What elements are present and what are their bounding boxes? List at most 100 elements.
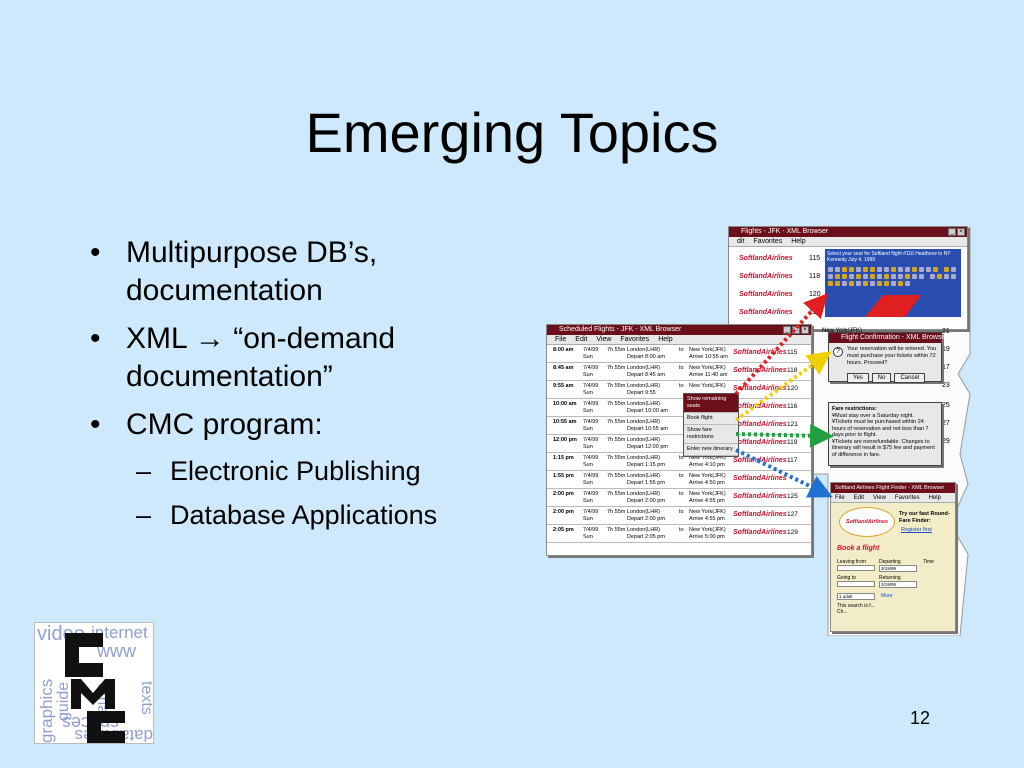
flight-destination: New York(JFK) (689, 527, 726, 533)
page-number: 12 (910, 708, 931, 728)
menu-edit[interactable]: Edit (853, 495, 865, 501)
more-link[interactable]: More (881, 593, 893, 599)
flight-duration: 7h 55m (607, 509, 626, 515)
flight-duration: 7h 55m (607, 383, 626, 389)
minimize-icon[interactable]: _ (948, 228, 956, 236)
flight-depart: Depart 8:45 am (627, 372, 665, 378)
bullet-text: CMC program: (126, 408, 323, 441)
menu-help[interactable]: Help (928, 495, 941, 501)
airline-logo: SoftlandAirlines (733, 511, 787, 518)
flight-destination: New York(JFK) (689, 455, 726, 461)
flight-time: 12:00 pm (553, 437, 577, 443)
close-icon[interactable]: × (957, 228, 965, 236)
menu-help[interactable]: Help (658, 336, 673, 343)
flight-day: Sun (583, 390, 593, 396)
menu-help[interactable]: Help (791, 238, 806, 245)
menu-favorites[interactable]: Favorites (753, 238, 783, 245)
bullet-marker: • (90, 322, 101, 355)
flight-depart: Depart 12:00 pm (627, 444, 668, 450)
menu-favorites[interactable]: Favorites (894, 495, 920, 501)
going-to-input[interactable] (837, 581, 875, 587)
airline-logo: SoftlandAirlines (739, 255, 793, 262)
register-link[interactable]: Register first (901, 527, 932, 533)
yes-button[interactable]: Yes (847, 373, 869, 383)
flight-origin: London(LHR) (627, 419, 661, 425)
flight-to: to (679, 527, 684, 533)
menu-item-fare-restrictions[interactable]: Show fare restrictions (684, 425, 738, 444)
flight-number: 116 (809, 309, 821, 316)
menu-edit[interactable]: dit (737, 238, 745, 245)
seat-map[interactable]: Select your seat for Softland flight #11… (825, 249, 961, 317)
flight-number: 120 (809, 291, 821, 298)
flight-origin: London(LHR) (627, 491, 661, 497)
flight-time: 10:55 am (553, 419, 577, 425)
maximize-icon[interactable]: □ (792, 326, 800, 334)
airline-logo: SoftlandAirlines (739, 291, 793, 298)
close-icon[interactable]: × (801, 326, 809, 334)
sub-bullet-marker: – (136, 456, 152, 486)
menu-favorites[interactable]: Favorites (620, 336, 650, 343)
menu-file[interactable]: File (555, 336, 567, 343)
flight-day: Sun (583, 480, 593, 486)
menu-view[interactable]: View (873, 495, 886, 501)
sub-bullet-item: –Electronic Publishing (86, 454, 526, 488)
menu-item-book-flight[interactable]: Book flight (684, 413, 738, 425)
dialog-message: Your reservation will be entered. You mu… (847, 346, 937, 366)
flight-day: Sun (583, 534, 593, 540)
airline-logo: SoftlandAirlines (739, 309, 793, 316)
bg-destination-text: New York(JFK) (822, 328, 863, 334)
flight-number: 125 (787, 493, 798, 500)
passengers-select[interactable]: 1 adult (837, 593, 875, 600)
sub-bullet-marker: – (136, 500, 152, 530)
flight-arrive: Arrive 10:55 am (689, 354, 728, 360)
bullet-item: •CMC program: (86, 406, 526, 444)
flight-number: 118 (809, 273, 821, 280)
menu-edit[interactable]: Edit (575, 336, 588, 343)
flight-number: 129 (787, 529, 798, 536)
cancel-button[interactable]: Cancel (894, 373, 926, 383)
window-title: Softland Airlines Flight Finder - XML Br… (835, 485, 945, 491)
flight-arrive: Arrive 11:40 am (689, 372, 728, 378)
fare-line: ¥Must stay over a Saturday night. (832, 412, 914, 419)
flight-time: 1:15 pm (553, 455, 574, 461)
flight-number: 127 (787, 511, 798, 518)
flight-duration: 7h 55m (607, 419, 626, 425)
bullet-text: XML → “on-demand documentation” (126, 322, 396, 393)
menu-item-new-itinerary[interactable]: Enter new itinerary (684, 444, 738, 456)
menu-file[interactable]: File (835, 495, 845, 501)
confirmation-dialog: Flight Confirmation - XML Browser ? Your… (828, 332, 948, 383)
minimize-icon[interactable]: _ (783, 326, 791, 334)
flight-date: 7/4/99 (583, 527, 599, 533)
fare-restrictions-box: Fare restrictions: ¥Must stay over a Sat… (828, 402, 942, 466)
flight-arrive: Arrive 5:00 pm (689, 534, 725, 540)
window-titlebar: Softland Airlines Flight Finder - XML Br… (831, 483, 955, 493)
flight-number: 119 (787, 439, 798, 446)
bullet-list: •Multipurpose DB’s, documentation •XML →… (86, 234, 526, 542)
departing-date-input[interactable]: 3/19/99 (879, 565, 917, 572)
flight-origin: London(LHR) (627, 455, 661, 461)
menu-view[interactable]: View (596, 336, 612, 343)
flight-depart: Depart 1:55 pm (627, 480, 665, 486)
flight-day: Sun (583, 354, 593, 360)
leaving-from-input[interactable] (837, 565, 875, 571)
no-button[interactable]: No (871, 373, 892, 383)
flight-time: 10:00 am (553, 401, 577, 407)
flight-depart: Depart 2:00 pm (627, 498, 665, 504)
flight-number: 116 (787, 403, 798, 410)
bullet-item: • XML → “on-demand documentation” (86, 320, 526, 396)
menu-item-show-seats[interactable]: Show remaining seats (684, 394, 738, 413)
returning-date-input[interactable]: 3/19/99 (879, 581, 917, 588)
